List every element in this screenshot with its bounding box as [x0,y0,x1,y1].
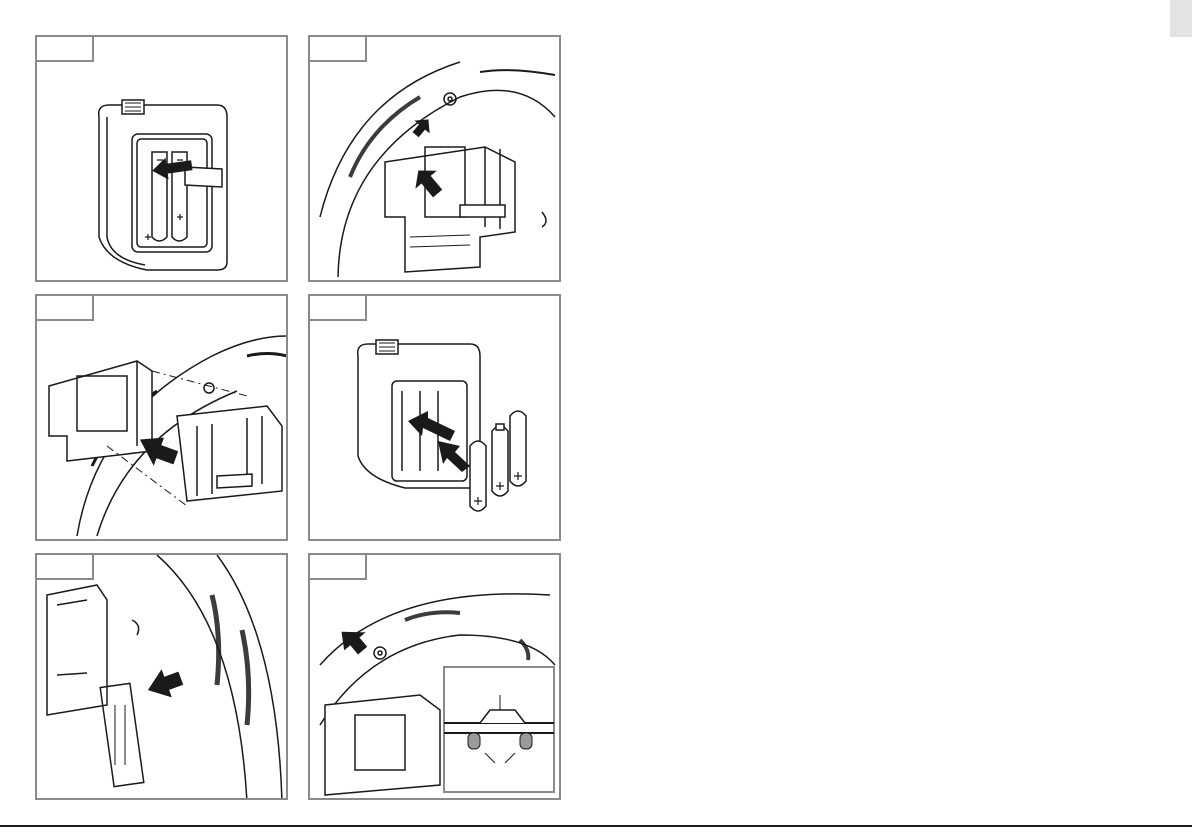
figure-number-tab [308,35,367,62]
figure-replace-batteries [308,294,561,541]
detector-base-illustration [310,37,561,282]
led-detail-inset [444,667,554,792]
figure-number-tab [35,294,94,321]
page-bottom-rule [0,825,1192,827]
battery-replacement-illustration [310,296,561,541]
test-button-illustration [310,555,561,800]
figure-battery-strip [35,35,288,282]
figure-number-tab [35,35,94,62]
led-icon [520,733,532,749]
figure-insert-holder [35,294,288,541]
figure-check-label [35,553,288,800]
base-label-illustration [37,555,288,800]
figure-number-tab [308,553,367,580]
figure-number-tab [35,553,94,580]
figure-lift-holder [308,35,561,282]
holder-insert-illustration [37,296,288,541]
battery-module-illustration [37,37,288,282]
figure-number-tab [308,294,367,321]
page-side-tab [1170,0,1192,37]
arrow-icon [143,664,186,704]
figure-test-button [308,553,561,800]
led-icon [468,733,480,749]
